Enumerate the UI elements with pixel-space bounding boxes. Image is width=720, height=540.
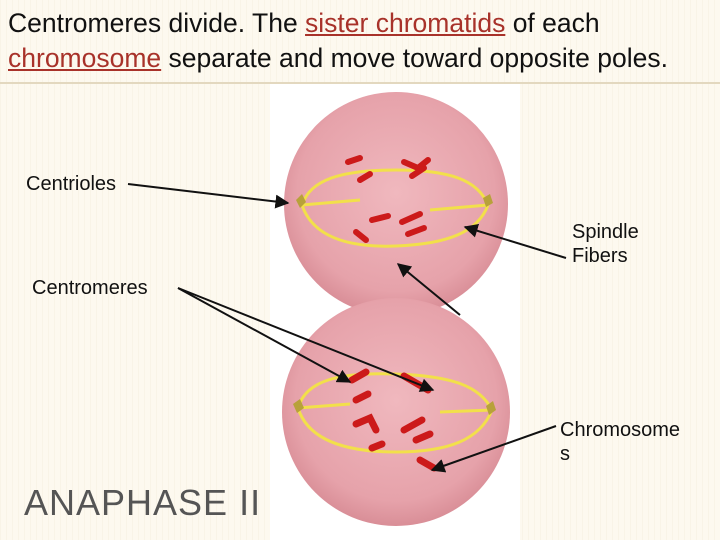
bottom-cell [282, 298, 510, 526]
centrioles-arrow [127, 183, 290, 209]
centrioles-label: Centrioles [26, 173, 117, 195]
heading-divider [0, 82, 720, 84]
bottom-spindle-fibers [296, 372, 494, 454]
slide-heading: Centromeres divide. The sister chromatid… [8, 6, 708, 76]
annotation-arrows [127, 183, 567, 473]
heading-text-1: Centromeres divide. The [8, 8, 306, 38]
chromosome-link[interactable]: chromosome [8, 43, 162, 73]
chromosomes-label-line-2: s [560, 443, 570, 465]
sister-chromatids-link[interactable]: sister chromatids [305, 8, 506, 38]
chromosomes-label: Chromosome s [560, 418, 680, 466]
slide-title: ANAPHASE II [24, 482, 262, 523]
bottom-cell-membrane [282, 298, 510, 526]
bottom-chromosomes [348, 368, 438, 472]
bottom-centrioles [293, 399, 496, 415]
spindle-label-line-1: Spindle [572, 221, 639, 243]
heading-text-2: of each [505, 8, 600, 38]
top-chromosomes [345, 155, 431, 243]
centromeres-label: Centromeres [32, 277, 148, 299]
centromeres-arrow-2 [177, 287, 435, 392]
top-cell-membrane [284, 92, 508, 316]
spindle-label-line-2: Fibers [572, 245, 628, 267]
chromosomes-label-line-1: Chromosome [560, 419, 681, 441]
top-cell [284, 92, 508, 316]
centromeres-arrow-1 [177, 287, 352, 383]
spindle-fibers-label: Spindle Fibers [572, 220, 639, 268]
spindle-fibers-arrow-1 [463, 224, 567, 259]
heading-text-3: separate and move toward opposite poles. [161, 43, 668, 73]
chromosomes-arrow [430, 425, 557, 473]
spindle-fibers-arrow-2 [396, 263, 461, 316]
top-centrioles [296, 194, 493, 208]
